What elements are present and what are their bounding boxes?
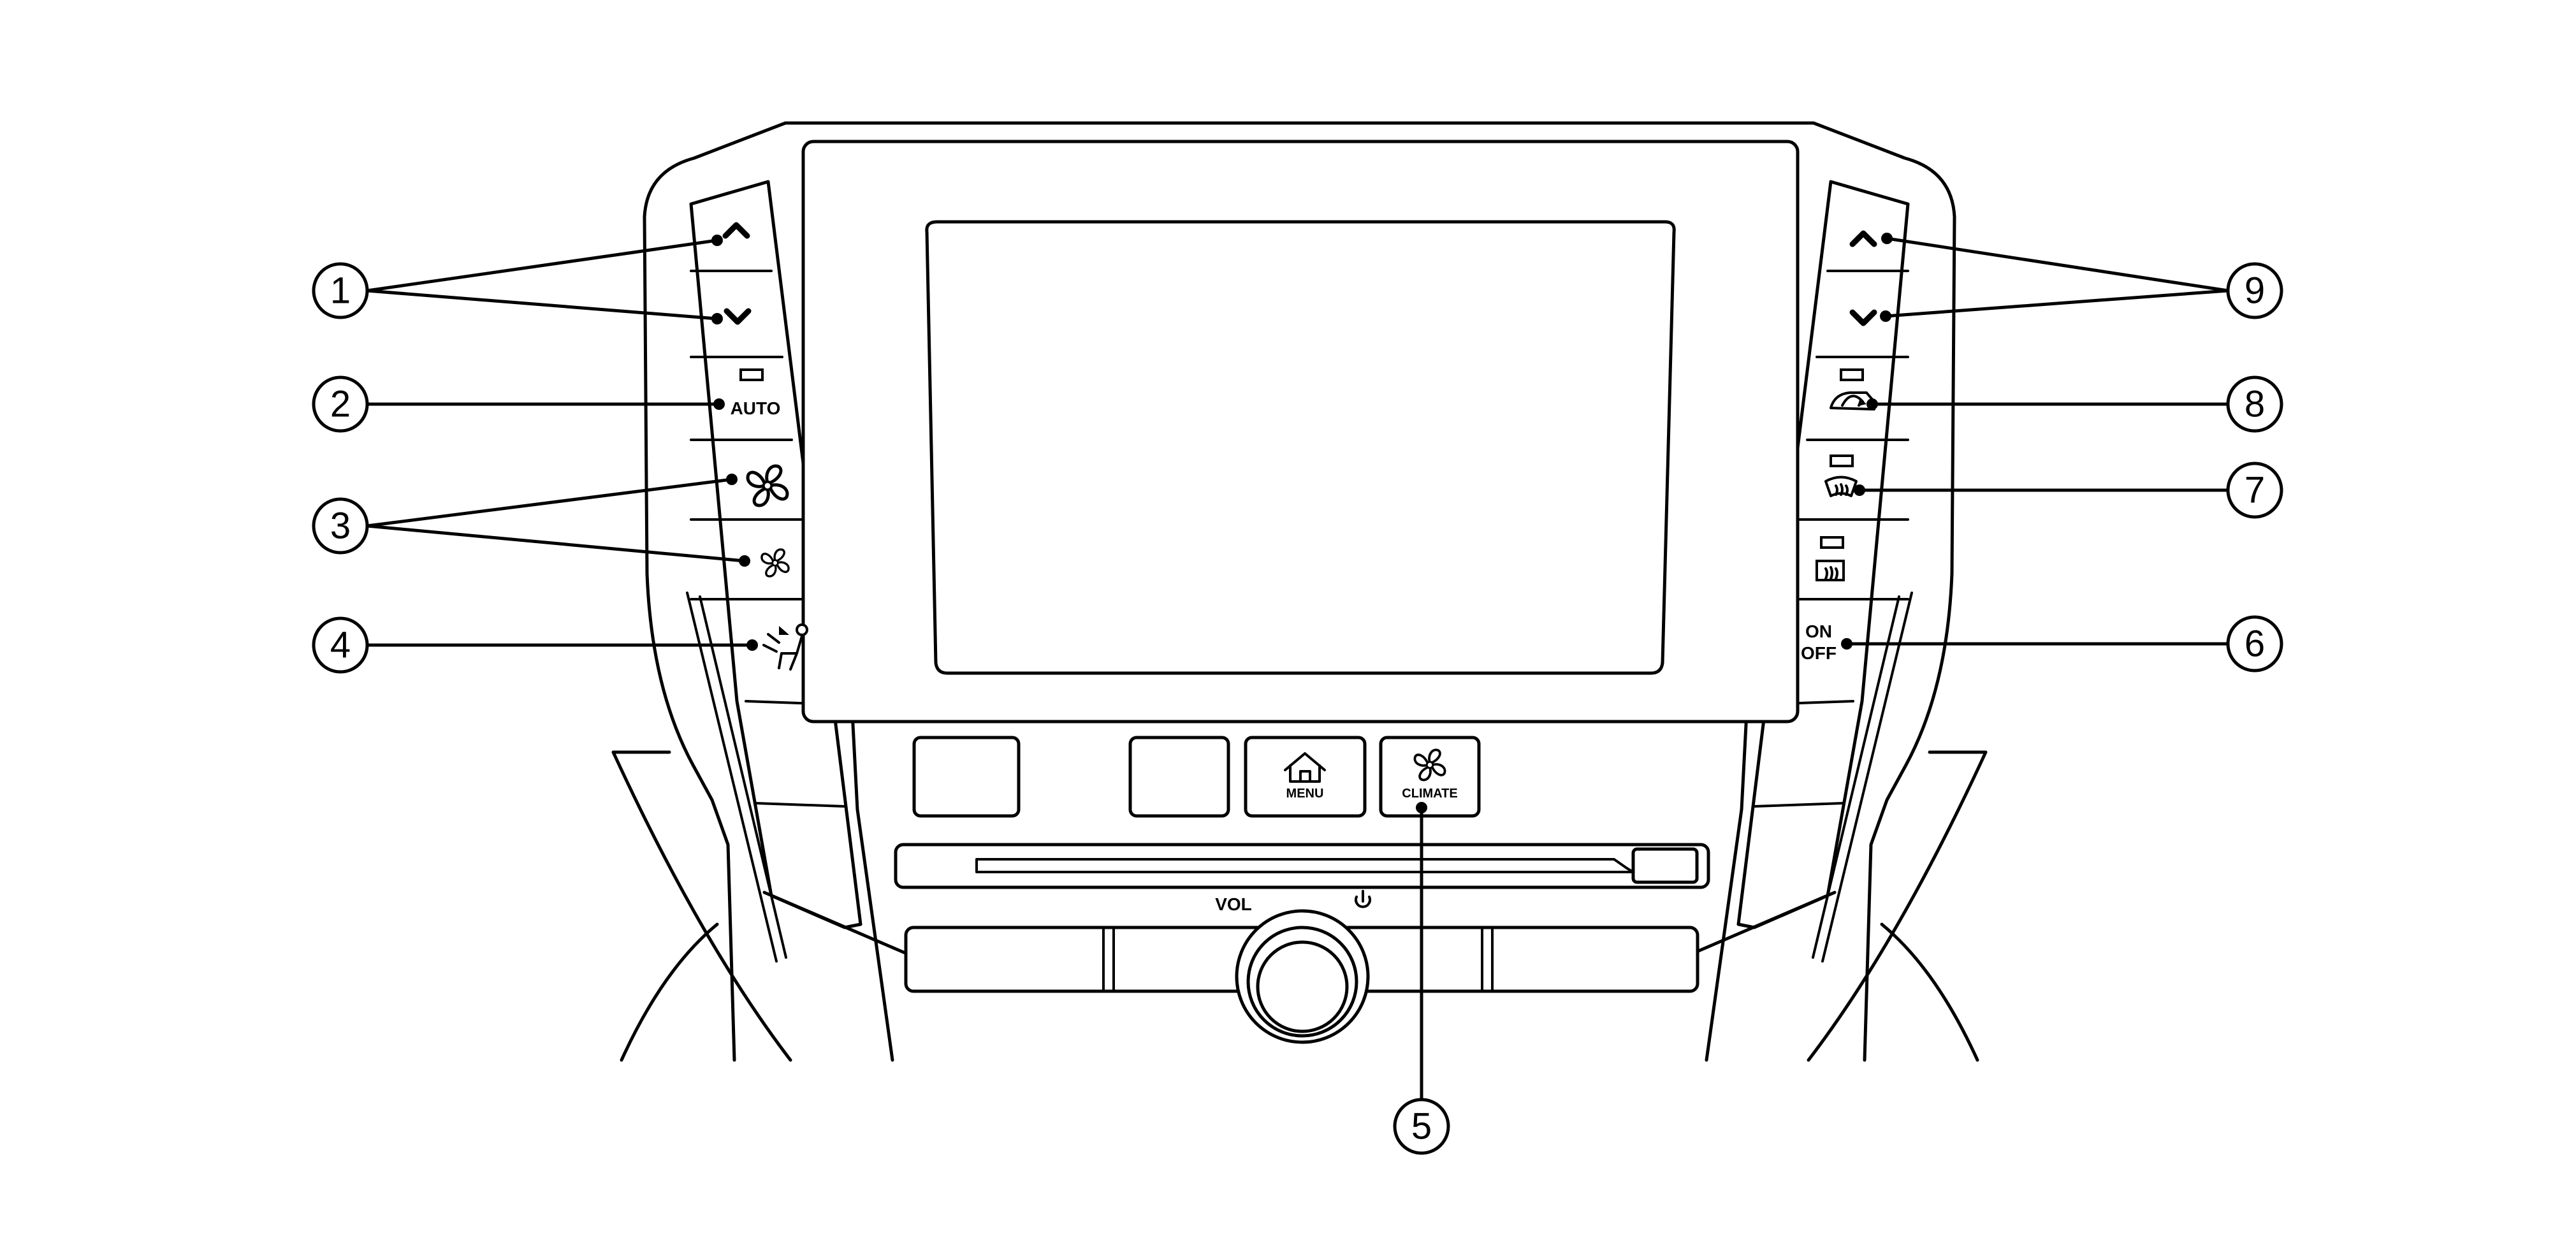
rear-defroster-button[interactable] <box>1816 536 1845 581</box>
display-bezel <box>801 140 1800 723</box>
callout-7: 7 <box>2226 462 2283 519</box>
power-icon <box>1355 890 1371 908</box>
on-off-button[interactable]: ON OFF <box>1801 622 1837 663</box>
leader-lines <box>367 236 2229 1100</box>
callout-9: 9 <box>2226 262 2283 319</box>
auto-indicator <box>739 368 764 381</box>
callout-4-label: 4 <box>330 625 351 666</box>
callout-2-label: 2 <box>330 384 351 425</box>
volume-knob[interactable] <box>1235 909 1370 1044</box>
callout-6-label: 6 <box>2245 623 2265 665</box>
volume-label: VOL <box>1215 894 1252 914</box>
callout-7-label: 7 <box>2245 470 2265 511</box>
off-label: OFF <box>1801 643 1837 663</box>
callout-8: 8 <box>2226 375 2283 433</box>
fan-speed-up-button[interactable] <box>748 466 787 505</box>
callout-2: 2 <box>312 375 369 433</box>
air-flow-mode-icon <box>762 623 808 671</box>
auto-button-label: AUTO <box>731 398 781 418</box>
callout-3: 3 <box>312 497 369 555</box>
disc-slot <box>894 843 1710 889</box>
on-label: ON <box>1805 622 1832 641</box>
callout-5: 5 <box>1393 1098 1450 1155</box>
left-button-panel <box>689 180 862 929</box>
menu-button[interactable]: MENU <box>1244 736 1367 818</box>
chevron-down-icon <box>1849 309 1877 326</box>
fan-speed-down-button[interactable] <box>760 548 790 578</box>
fan-icon <box>760 548 790 578</box>
eject-button[interactable] <box>1631 847 1699 884</box>
callout-5-label: 5 <box>1411 1106 1432 1147</box>
callout-1: 1 <box>312 262 369 319</box>
right-button-panel <box>1736 180 1910 929</box>
console-outline <box>611 121 1988 1062</box>
home-icon <box>1284 752 1326 783</box>
front-defroster-icon <box>1824 476 1858 497</box>
temp-down-left-button[interactable] <box>724 308 752 325</box>
front-defroster-button[interactable] <box>1824 454 1858 497</box>
callout-6: 6 <box>2226 615 2283 673</box>
auto-button[interactable]: AUTO <box>731 368 781 418</box>
leader-dots <box>711 233 1893 813</box>
rear-defroster-indicator <box>1820 536 1844 549</box>
callout-9-label: 9 <box>2245 270 2265 312</box>
climate-fan-icon <box>1413 748 1446 782</box>
climate-button[interactable]: CLIMATE <box>1379 736 1481 818</box>
display-screen <box>925 220 1676 675</box>
temp-up-right-button[interactable] <box>1849 230 1877 247</box>
rear-defroster-icon <box>1816 560 1845 581</box>
chevron-up-icon <box>722 222 750 239</box>
fan-icon <box>748 466 787 505</box>
callout-4: 4 <box>312 616 369 674</box>
chevron-down-icon <box>724 308 752 325</box>
preset-button-1[interactable] <box>912 736 1021 818</box>
callout-8-label: 8 <box>2245 384 2265 425</box>
menu-button-label: MENU <box>1286 787 1324 801</box>
front-defroster-indicator <box>1830 454 1854 467</box>
air-flow-button[interactable] <box>762 623 808 671</box>
callout-1-label: 1 <box>330 270 351 312</box>
climate-button-label: CLIMATE <box>1402 787 1457 801</box>
preset-button-2[interactable] <box>1128 736 1230 818</box>
callout-3-label: 3 <box>330 505 351 547</box>
recirculation-indicator <box>1840 368 1864 381</box>
temp-up-left-button[interactable] <box>722 222 750 239</box>
temp-down-right-button[interactable] <box>1849 309 1877 326</box>
chevron-up-icon <box>1849 230 1877 247</box>
